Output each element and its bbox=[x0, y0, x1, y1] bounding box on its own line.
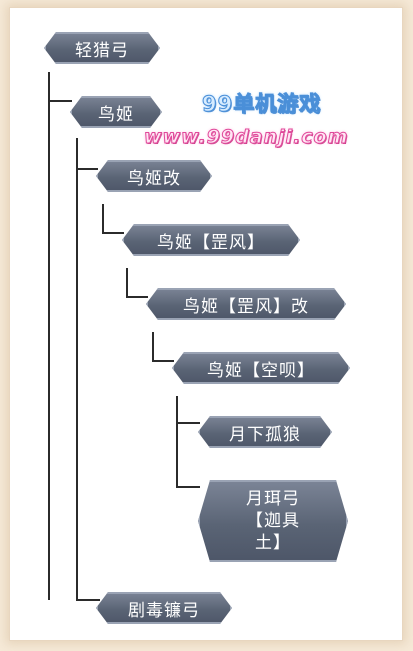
node-yuexia-gulang[interactable]: 月下孤狼 bbox=[198, 416, 332, 448]
node-qinglie-gong[interactable]: 轻猎弓 bbox=[44, 32, 160, 64]
node-label: 鸟姬 bbox=[98, 104, 134, 125]
node-yuejue-gong[interactable]: 月珥弓 【迦具 土】 bbox=[198, 480, 348, 562]
node-label: 鸟姬改 bbox=[127, 168, 181, 189]
connector-line bbox=[102, 232, 124, 234]
watermark-site-url: www.99danji.com bbox=[143, 126, 349, 149]
connector-line bbox=[176, 486, 200, 488]
connector-line bbox=[152, 332, 154, 362]
node-judu-liangong[interactable]: 剧毒镰弓 bbox=[96, 592, 232, 624]
connector-line bbox=[76, 168, 98, 170]
node-label-line3: 土】 bbox=[255, 533, 291, 553]
node-label: 轻猎弓 bbox=[75, 40, 129, 61]
node-niaoji-zuifeng-gai[interactable]: 鸟姬【罡风】改 bbox=[146, 288, 346, 320]
connector-line bbox=[102, 204, 104, 234]
node-label-line2: 【迦具 bbox=[246, 511, 300, 531]
connector-line bbox=[48, 100, 72, 102]
watermark-site-name: 99单机游戏 bbox=[201, 92, 322, 117]
connector-line bbox=[176, 422, 200, 424]
node-label: 鸟姬【空呗】 bbox=[207, 360, 315, 381]
connector-line bbox=[76, 138, 78, 600]
connector-line bbox=[176, 396, 178, 488]
connector-line bbox=[126, 268, 128, 298]
node-niaoji-kongbei[interactable]: 鸟姬【空呗】 bbox=[172, 352, 350, 384]
node-label-line1: 月珥弓 bbox=[246, 489, 300, 509]
node-label: 鸟姬【罡风】 bbox=[157, 232, 265, 253]
node-niaoji-gai[interactable]: 鸟姬改 bbox=[96, 160, 212, 192]
connector-line bbox=[76, 599, 100, 601]
node-niaoji[interactable]: 鸟姬 bbox=[70, 96, 162, 128]
connector-line bbox=[152, 360, 174, 362]
node-label: 剧毒镰弓 bbox=[128, 600, 200, 621]
node-label: 鸟姬【罡风】改 bbox=[183, 296, 309, 317]
node-label: 月下孤狼 bbox=[229, 424, 301, 445]
connector-line bbox=[126, 296, 148, 298]
node-niaoji-zuifeng[interactable]: 鸟姬【罡风】 bbox=[122, 224, 300, 256]
connector-line bbox=[48, 72, 50, 600]
